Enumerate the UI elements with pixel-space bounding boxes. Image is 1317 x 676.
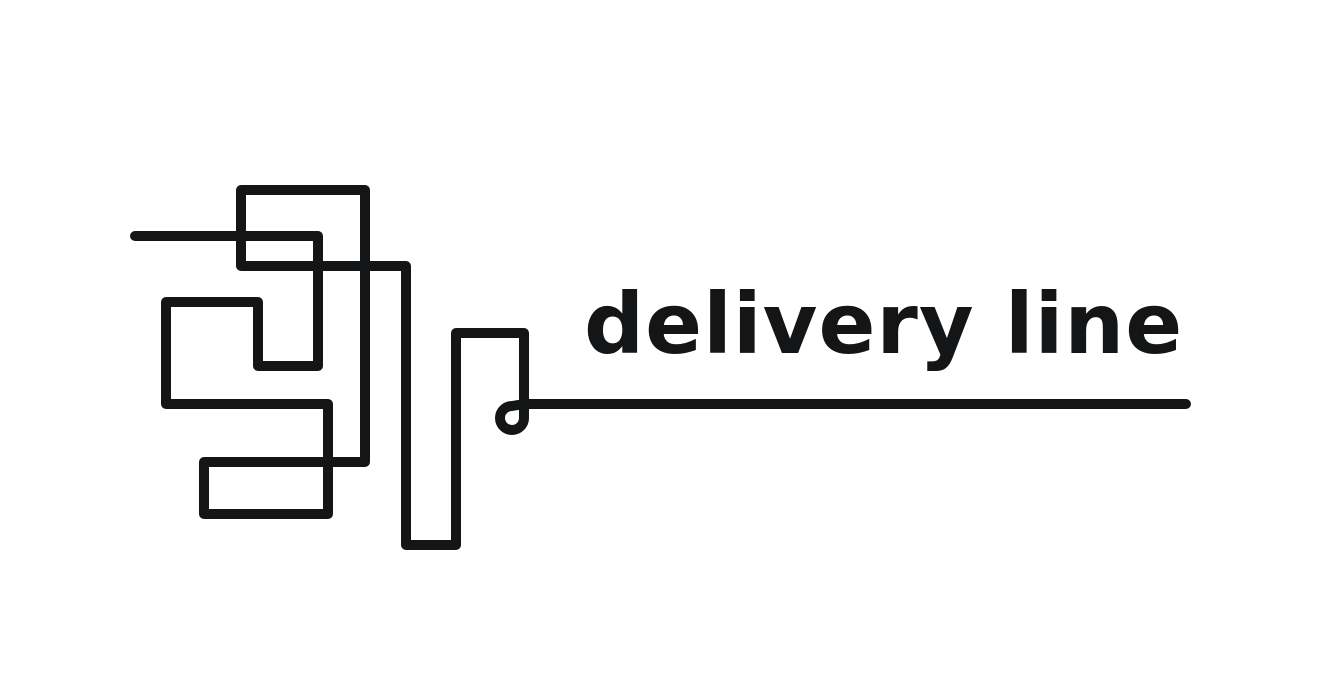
logo-wordmark: delivery line: [584, 275, 1184, 373]
continuous-line-path: [130, 185, 1191, 550]
